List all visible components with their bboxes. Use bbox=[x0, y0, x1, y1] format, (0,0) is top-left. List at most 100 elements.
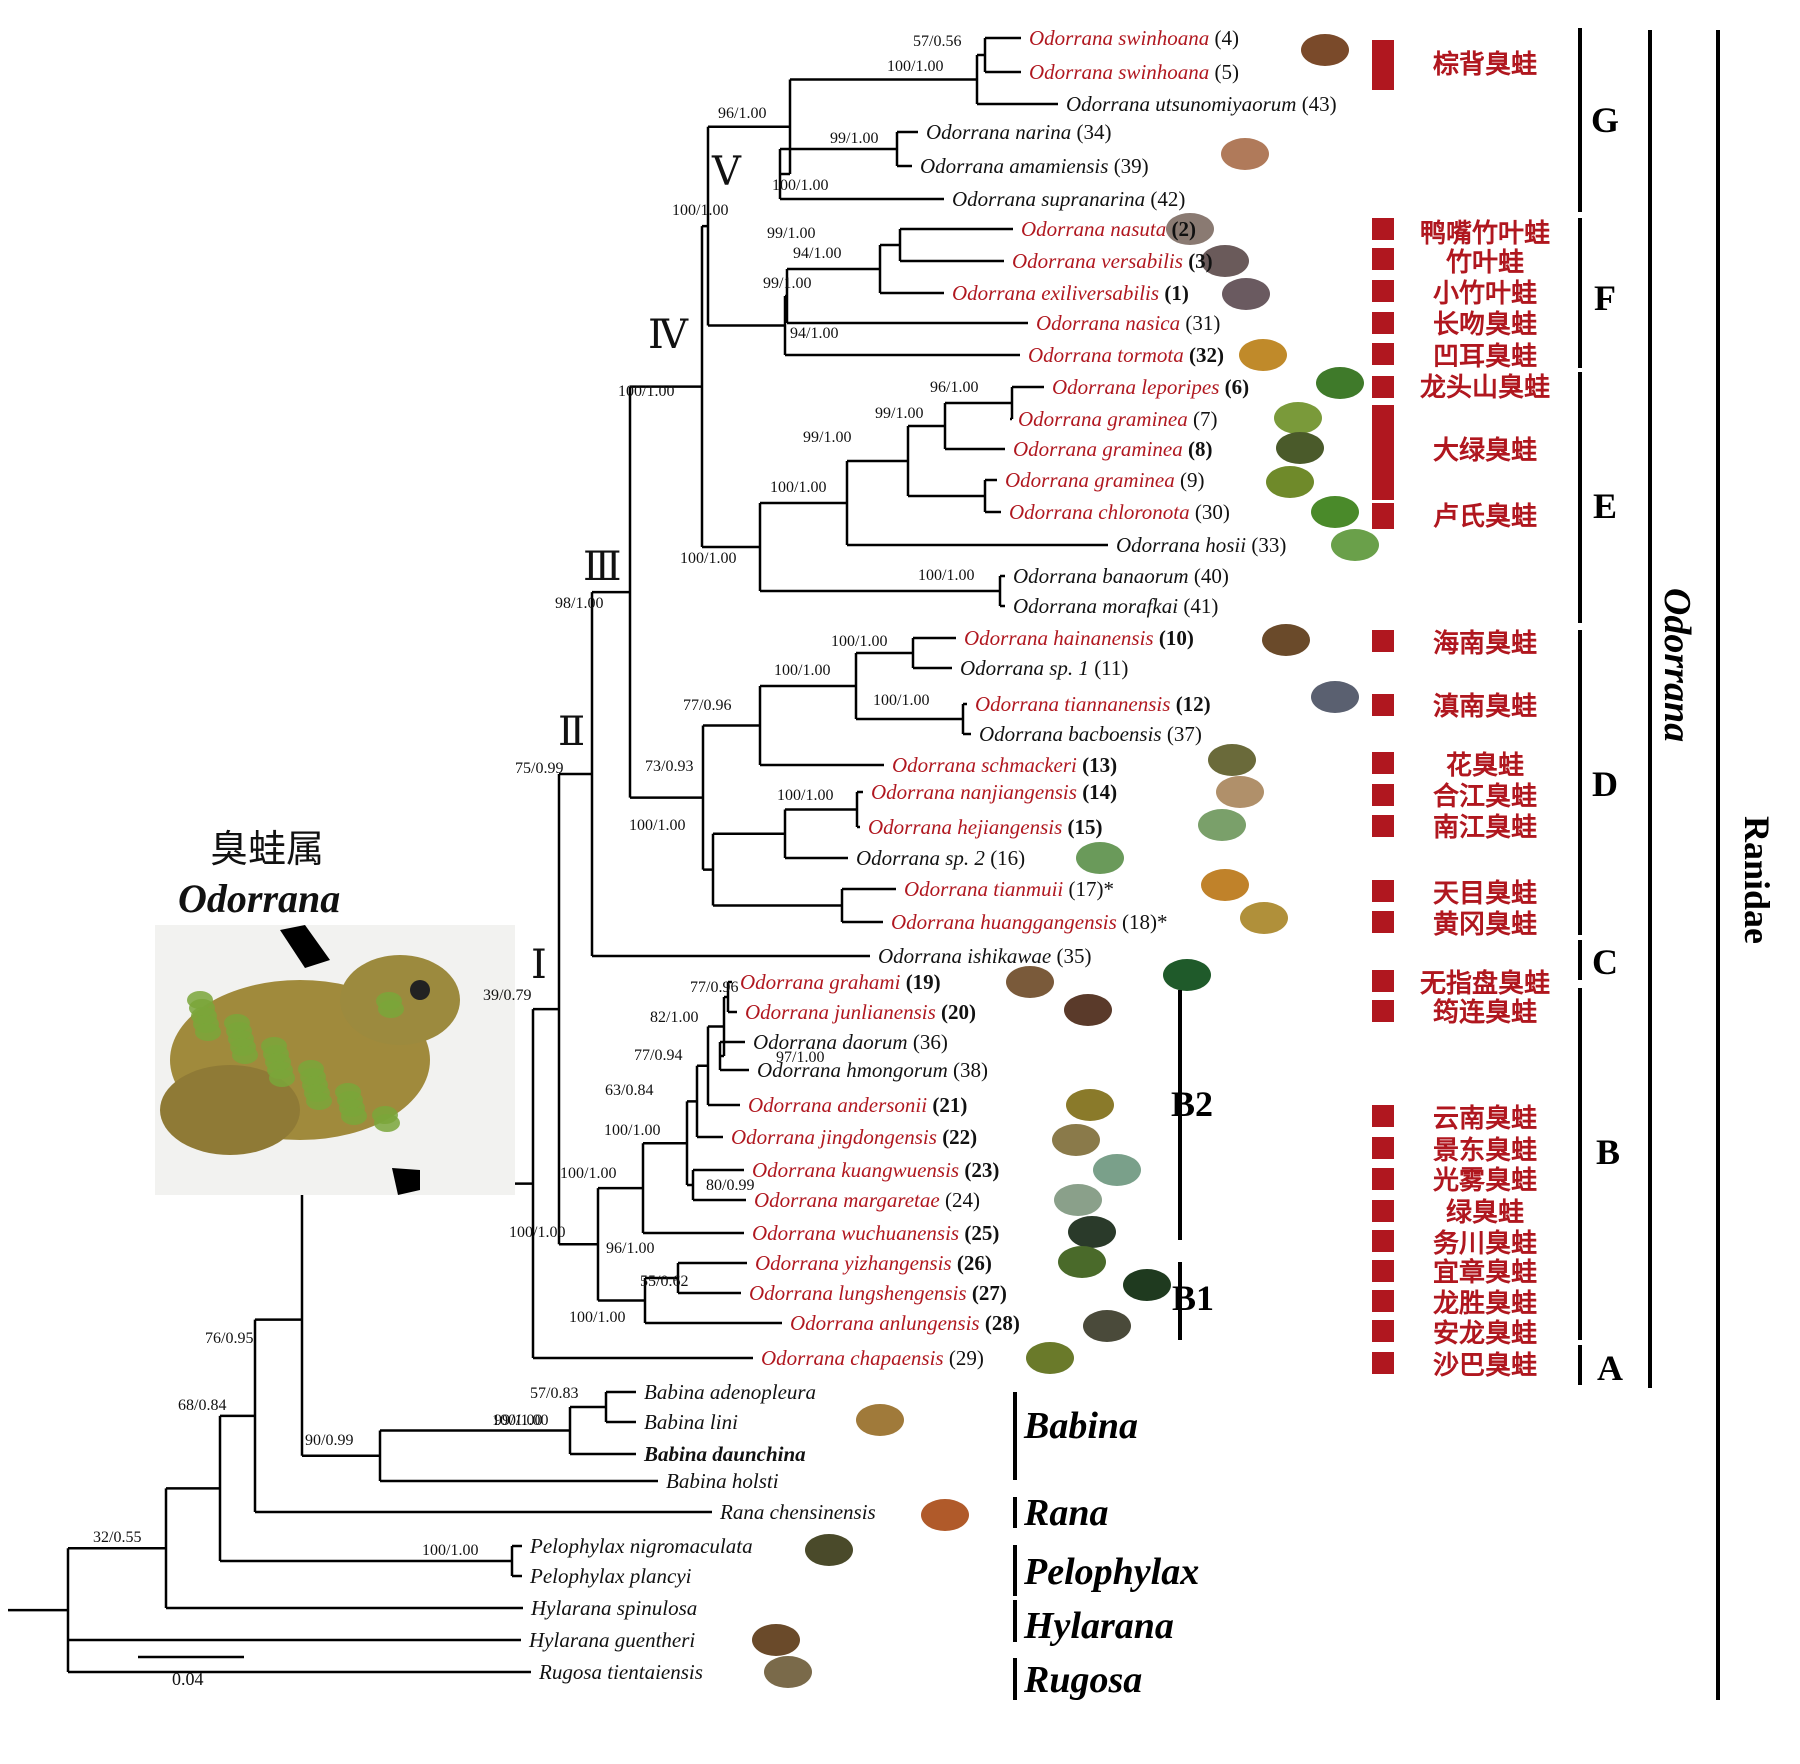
frog-thumbnail bbox=[1331, 529, 1379, 561]
frog-thumbnail bbox=[1066, 1089, 1114, 1121]
chinese-name: 绿臭蛙 bbox=[1446, 1198, 1524, 1228]
frog-thumbnail bbox=[1216, 776, 1264, 808]
taxon-name: Babina lini bbox=[644, 1410, 738, 1434]
support-value: 100/1.00 bbox=[887, 58, 943, 75]
frog-thumbnail bbox=[1201, 245, 1249, 277]
taxon-name: Odorrana supranarina bbox=[952, 187, 1145, 211]
taxon-number: (38) bbox=[948, 1058, 988, 1082]
frog-spot bbox=[378, 1000, 404, 1018]
taxon-name: Odorrana nasica bbox=[1036, 311, 1180, 335]
frog-thumbnail bbox=[1311, 681, 1359, 713]
red-marker bbox=[1372, 911, 1394, 933]
frog-thumbnail bbox=[1052, 1124, 1100, 1156]
support-value: 100/1.00 bbox=[774, 662, 830, 679]
chinese-name: 卢氏臭蛙 bbox=[1433, 502, 1537, 532]
frog-thumbnail bbox=[1123, 1269, 1171, 1301]
frog-thumbnail bbox=[1058, 1246, 1106, 1278]
chinese-name: 龙胜臭蛙 bbox=[1433, 1289, 1537, 1319]
taxon-name: Pelophylax plancyi bbox=[529, 1564, 692, 1588]
support-value: 100/1.00 bbox=[772, 177, 828, 194]
frog-spot bbox=[269, 1069, 295, 1087]
support-value: 94/1.00 bbox=[790, 325, 838, 342]
taxon-name: Odorrana tiannanensis bbox=[975, 692, 1170, 716]
taxon-name: Odorrana schmackeri bbox=[892, 753, 1077, 777]
chinese-name: 合江臭蛙 bbox=[1433, 781, 1537, 812]
taxon-label: Pelophylax plancyi bbox=[529, 1564, 692, 1588]
support-value: 96/1.00 bbox=[718, 105, 766, 122]
taxon-label: Babina holsti bbox=[666, 1469, 779, 1493]
taxon-number: (42) bbox=[1145, 187, 1185, 211]
frog-thumbnail bbox=[1068, 1216, 1116, 1248]
taxon-label: Odorrana jingdongensis (22) bbox=[731, 1125, 977, 1149]
support-value: 77/0.96 bbox=[683, 697, 731, 714]
clade-label: B bbox=[1596, 1132, 1620, 1172]
taxon-number: (35) bbox=[1051, 944, 1091, 968]
taxon-number: (26) bbox=[952, 1251, 992, 1275]
red-marker bbox=[1372, 40, 1394, 90]
taxon-label: Odorrana nasuta (2) bbox=[1021, 217, 1196, 241]
taxon-name: Rugosa tientaiensis bbox=[538, 1660, 703, 1684]
taxon-name: Odorrana leporipes bbox=[1052, 375, 1219, 399]
taxon-name: Odorrana bacboensis bbox=[979, 722, 1162, 746]
taxon-label: Odorrana kuangwuensis (23) bbox=[752, 1158, 999, 1182]
frog-thumbnail bbox=[1166, 213, 1214, 245]
frog-eye bbox=[410, 980, 430, 1000]
genus-label: Babina bbox=[1023, 1405, 1138, 1447]
roman-numeral: Ⅰ bbox=[531, 942, 547, 987]
genus-label: Hylarana bbox=[1023, 1605, 1174, 1647]
taxon-number: (14) bbox=[1077, 780, 1117, 804]
taxon-number: (30) bbox=[1190, 500, 1230, 524]
support-value: 73/0.93 bbox=[645, 758, 693, 775]
red-marker bbox=[1372, 630, 1394, 652]
chinese-name: 凹耳臭蛙 bbox=[1433, 342, 1537, 372]
taxon-number: (32) bbox=[1184, 343, 1224, 367]
support-value: 99/1.00 bbox=[875, 405, 923, 422]
red-marker bbox=[1372, 1168, 1394, 1190]
taxon-number: (21) bbox=[927, 1093, 967, 1117]
taxon-number: (22) bbox=[937, 1125, 977, 1149]
frog-thumbnail bbox=[1083, 1310, 1131, 1342]
taxon-number: (27) bbox=[967, 1281, 1007, 1305]
taxon-name: Odorrana tianmuii bbox=[904, 877, 1063, 901]
red-marker bbox=[1372, 1200, 1394, 1222]
taxon-number: (17)* bbox=[1063, 877, 1114, 901]
chinese-name: 海南臭蛙 bbox=[1433, 629, 1537, 659]
taxon-name: Odorrana hainanensis bbox=[964, 626, 1154, 650]
support-value: 100/1.00 bbox=[777, 787, 833, 804]
frog-spot bbox=[306, 1092, 332, 1110]
taxon-name: Odorrana banaorum bbox=[1013, 564, 1189, 588]
taxon-number: (3) bbox=[1183, 249, 1213, 273]
taxon-name: Odorrana nasuta bbox=[1021, 217, 1166, 241]
taxon-label: Babina adenopleura bbox=[644, 1380, 816, 1404]
red-marker bbox=[1372, 694, 1394, 716]
frog-leg bbox=[160, 1065, 300, 1155]
chinese-name: 黄冈臭蛙 bbox=[1433, 910, 1537, 940]
taxon-name: Hylarana guentheri bbox=[528, 1628, 695, 1652]
red-marker bbox=[1372, 815, 1394, 837]
support-value: 100/1.00 bbox=[629, 817, 685, 834]
taxon-label: Odorrana leporipes (6) bbox=[1052, 375, 1249, 399]
taxon-number: (39) bbox=[1108, 154, 1148, 178]
support-value: 68/0.84 bbox=[178, 1397, 226, 1414]
red-marker bbox=[1372, 752, 1394, 774]
taxon-number: (19) bbox=[900, 970, 940, 994]
taxon-label: Odorrana tianmuii (17)* bbox=[904, 877, 1114, 901]
frog-thumbnail bbox=[1240, 902, 1288, 934]
red-marker bbox=[1372, 503, 1394, 529]
taxon-name: Odorrana lungshengensis bbox=[749, 1281, 967, 1305]
chinese-name: 小竹叶蛙 bbox=[1433, 279, 1537, 309]
taxon-name: Odorrana huanggangensis bbox=[891, 910, 1117, 934]
taxon-number: (7) bbox=[1188, 407, 1218, 431]
red-marker bbox=[1372, 880, 1394, 902]
support-value: 100/1.00 bbox=[873, 692, 929, 709]
taxon-label: Odorrana nasica (31) bbox=[1036, 311, 1220, 335]
chinese-name: 宜章臭蛙 bbox=[1433, 1257, 1537, 1288]
taxon-name: Hylarana spinulosa bbox=[530, 1596, 697, 1620]
chinese-name: 天目臭蛙 bbox=[1433, 879, 1537, 909]
taxon-name: Odorrana hosii bbox=[1116, 533, 1246, 557]
taxon-name: Odorrana andersonii bbox=[748, 1093, 927, 1117]
support-value: 75/0.99 bbox=[515, 760, 563, 777]
support-value: 98/1.00 bbox=[555, 595, 603, 612]
